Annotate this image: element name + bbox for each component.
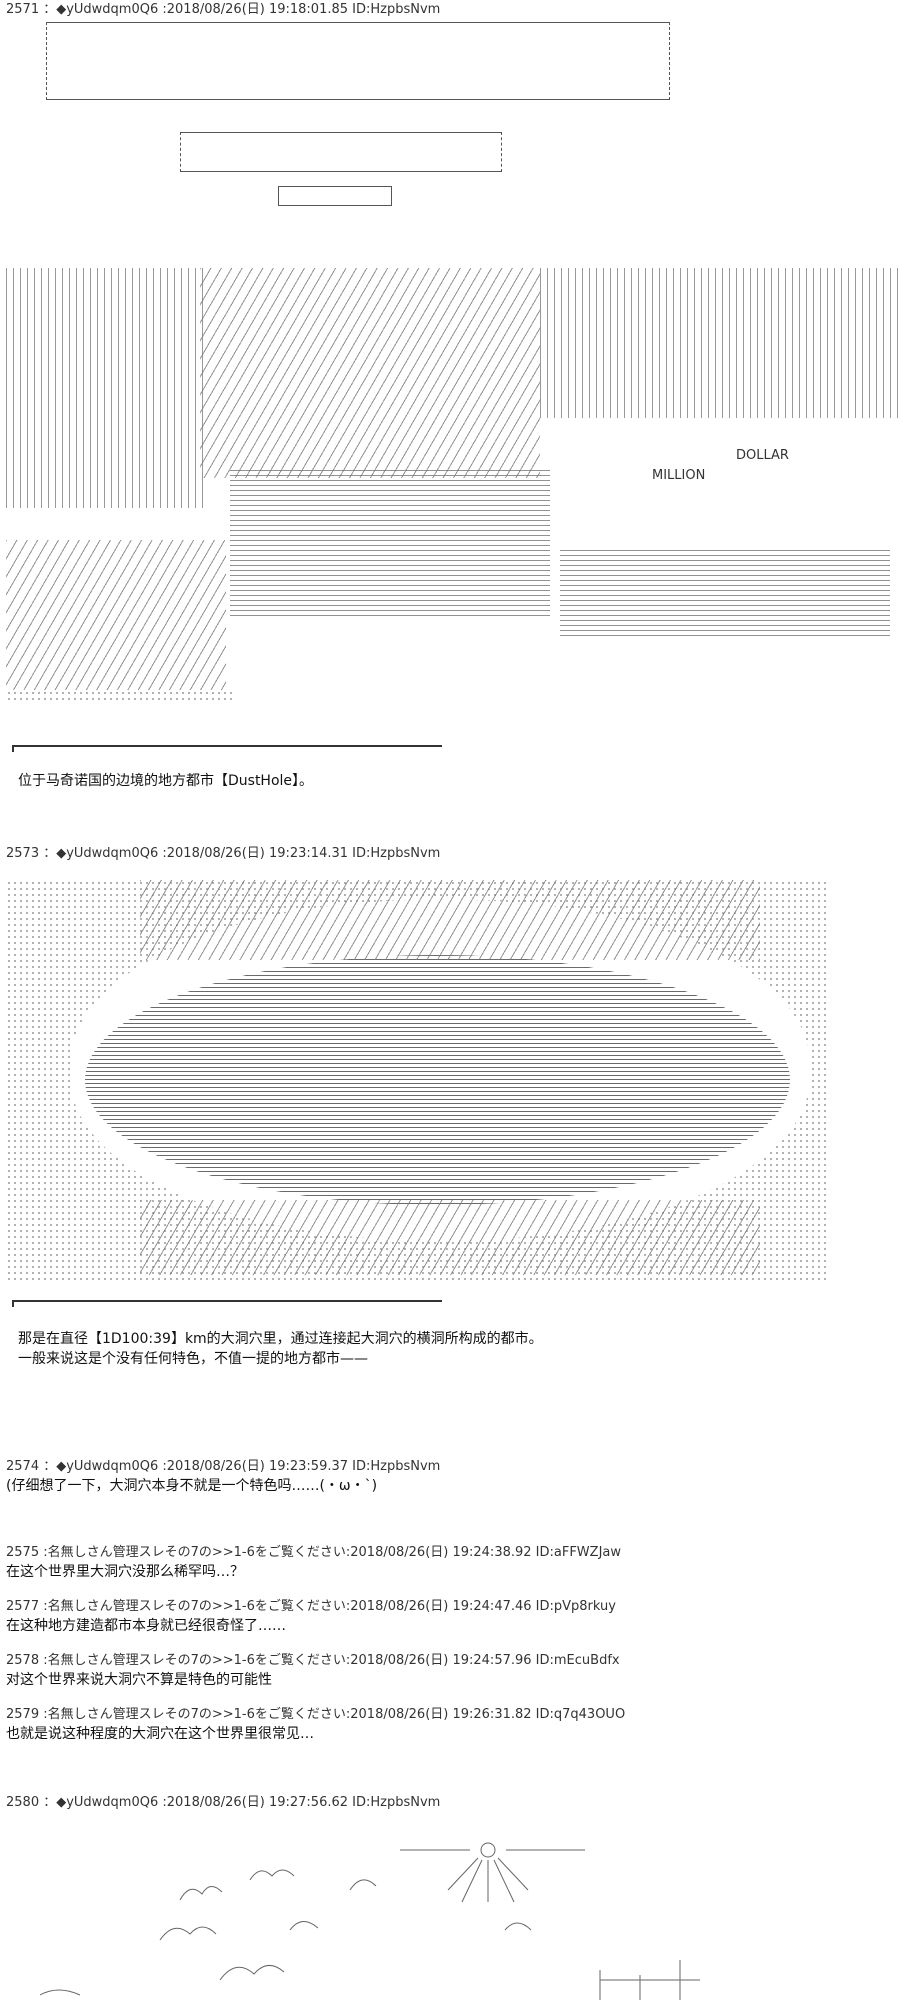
- narration-rule: [12, 745, 442, 747]
- city-lower-right-block: [560, 550, 890, 640]
- sign-million: MILLION: [652, 468, 706, 483]
- cloud-icon: [289, 1921, 319, 1931]
- post-line: 一般来说这是个没有任何特色，不值一提的地方都市——: [18, 1351, 368, 1367]
- hole-lower-rim-detail: [140, 1200, 760, 1275]
- post-header: 2580 ：◆yUdwdqm0Q6 :2018/08/26(日) 19:27:5…: [6, 1795, 441, 1810]
- cloud-icon: [349, 1879, 377, 1891]
- post-line: 那是在直径【1D100:39】km的大洞穴里，通过连接起大洞穴的横洞所构成的都市…: [18, 1331, 543, 1347]
- narration-rule-tick: [12, 745, 14, 752]
- post-line: 也就是说这种程度的大洞穴在这个世界里很常见…: [6, 1726, 314, 1742]
- sun-icon: [480, 1842, 496, 1858]
- narration-rule: [12, 1300, 442, 1302]
- post-header: 2577 :名無しさん管理スレその7の>>1-6をご覧ください:2018/08/…: [6, 1599, 616, 1614]
- sign-dollar: DOLLAR: [736, 448, 789, 463]
- post-line: 在这个世界里大洞穴没那么稀罕吗…？: [6, 1564, 244, 1580]
- post-line: 对这个世界来说大洞穴不算是特色的可能性: [6, 1672, 272, 1688]
- city-lower-left-structures: [6, 540, 226, 690]
- title-box-small: [278, 186, 392, 206]
- hole-upper-rim-detail: [140, 880, 760, 960]
- post-header: 2571 ：◆yUdwdqm0Q6 :2018/08/26(日) 19:18:0…: [6, 2, 441, 17]
- cloud-icon: [179, 1886, 223, 1901]
- post-header: 2578 :名無しさん管理スレその7の>>1-6をご覧ください:2018/08/…: [6, 1653, 620, 1668]
- post-header: 2573 ：◆yUdwdqm0Q6 :2018/08/26(日) 19:23:1…: [6, 846, 441, 861]
- cloud-icon: [219, 1965, 285, 1981]
- city-buildings-left: [6, 268, 206, 508]
- cloud-icon: [504, 1922, 532, 1931]
- sky-scene-drawing: [39, 1842, 700, 2000]
- post-header: 2574 ：◆yUdwdqm0Q6 :2018/08/26(日) 19:23:5…: [6, 1459, 441, 1474]
- narration-rule-tick: [12, 1300, 14, 1307]
- post-line: 位于马奇诺国的边境的地方都市【DustHole】。: [18, 773, 314, 789]
- post-line: (仔细想了一下，大洞穴本身不就是一个特色吗……(・ω・`): [6, 1478, 378, 1494]
- city-diagonal-structures: [200, 268, 540, 478]
- cloud-icon: [39, 1989, 81, 1996]
- hole-interior: [85, 955, 790, 1205]
- city-lower-block: [230, 470, 550, 620]
- city-ground: [6, 690, 236, 702]
- title-box-large: [46, 22, 670, 100]
- post-line: 在这种地方建造都市本身就已经很奇怪了……: [6, 1618, 286, 1634]
- post-header: 2579 :名無しさん管理スレその7の>>1-6をご覧ください:2018/08/…: [6, 1707, 626, 1722]
- city-towers-right: [540, 268, 900, 418]
- cloud-icon: [159, 1926, 217, 1941]
- title-box-medium: [180, 132, 502, 172]
- post-header: 2575 :名無しさん管理スレその7の>>1-6をご覧ください:2018/08/…: [6, 1545, 621, 1560]
- cloud-icon: [249, 1869, 295, 1881]
